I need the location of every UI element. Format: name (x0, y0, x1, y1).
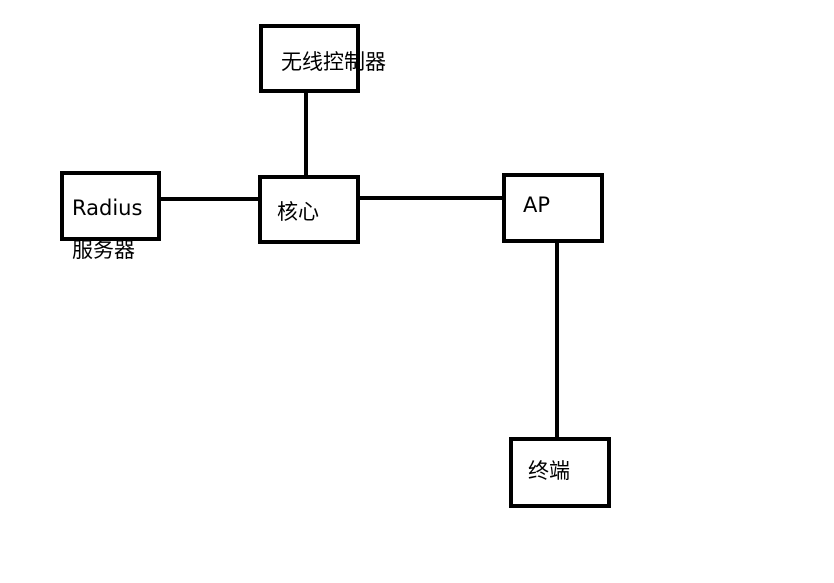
link-core-ap (357, 196, 505, 200)
node-wireless-controller (259, 24, 360, 93)
node-radius-server-sublabel: 服务器 (72, 238, 135, 262)
link-controller-core (304, 91, 308, 179)
node-ap (502, 173, 604, 243)
node-wireless-controller-label: 无线控制器 (281, 50, 386, 74)
node-terminal (509, 437, 611, 508)
link-radius-core (159, 197, 261, 201)
node-radius-server (60, 171, 161, 241)
node-core-label: 核心 (277, 200, 319, 224)
node-core (258, 175, 360, 244)
node-ap-label: AP (523, 193, 551, 217)
link-ap-terminal (555, 240, 559, 441)
node-terminal-label: 终端 (528, 459, 570, 483)
node-radius-server-label: Radius (72, 196, 143, 220)
